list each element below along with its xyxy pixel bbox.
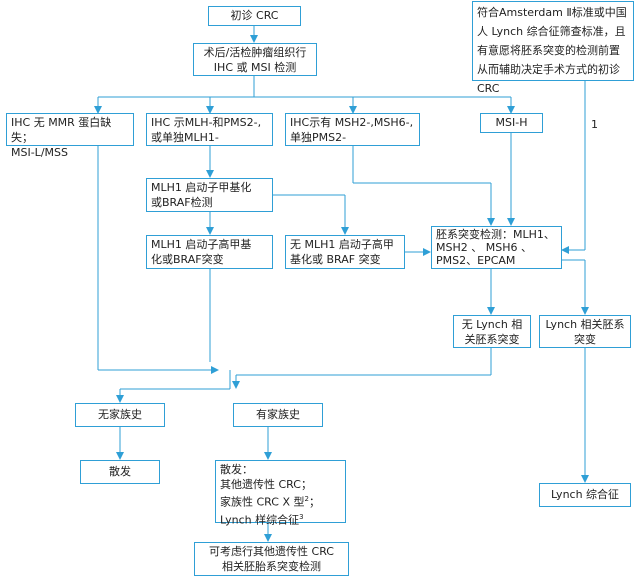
mlh1-methylation-box: MLH1 启动子甲基化 或BRAF检测 — [146, 178, 273, 212]
sporadic-detail-line-2: 家族性 CRC X 型2； — [220, 495, 320, 509]
surgery-test-box: 术后/活检肿瘤组织行 IHC 或 MSI 检测 — [193, 43, 317, 76]
lynch-syndrome-box: Lynch 综合征 — [539, 483, 631, 507]
sporadic-detail-line-1: 其他遗传性 CRC； — [220, 478, 312, 491]
ihc-mlh1-box: IHC 示MLH-和PMS2-, 或单独MLH1- — [146, 113, 273, 146]
sporadic-box: 散发 — [80, 460, 160, 484]
sporadic-detail-box: 散发： 其他遗传性 CRC； 家族性 CRC X 型2； Lynch 样综合征3 — [215, 460, 346, 526]
no-lynch-mutation-box: 无 Lynch 相 关胚系突变 — [453, 315, 531, 348]
no-family-history-box: 无家族史 — [75, 403, 165, 427]
family-history-box: 有家族史 — [233, 403, 323, 427]
consider-other-test-box: 可考虑行其他遗传性 CRC 相关胚胎系突变检测 — [194, 542, 349, 576]
sporadic-detail-line-3: Lynch 样综合征3 — [220, 512, 304, 527]
initial-crc-box: 初诊 CRC — [208, 6, 301, 26]
msi-h-box: MSI-H — [480, 113, 543, 133]
criteria-box: 符合Amsterdam Ⅱ标准或中国人 Lynch 综合征筛查标准，且有意愿将胚… — [472, 1, 634, 95]
sporadic-detail-title: 散发： — [220, 463, 253, 476]
ihc-no-mmr-box: IHC 无 MMR 蛋白缺失； MSI-L/MSS — [6, 113, 134, 159]
mlh1-high-methylation-box: MLH1 启动子高甲基 化或BRAF突变 — [146, 235, 273, 269]
germline-test-box: 胚系突变检测：MLH1、MSH2 、 MSH6 、PMS2、EPCAM — [431, 226, 562, 269]
ihc-msh2-box: IHC示有 MSH2-,MSH6-, 单独PMS2- — [285, 113, 420, 146]
no-mlh1-high-methylation-box: 无 MLH1 启动子高甲 基化或 BRAF 突变 — [285, 235, 405, 269]
lynch-mutation-box: Lynch 相关胚系 突变 — [539, 315, 631, 348]
label-one: 1 — [591, 118, 598, 131]
